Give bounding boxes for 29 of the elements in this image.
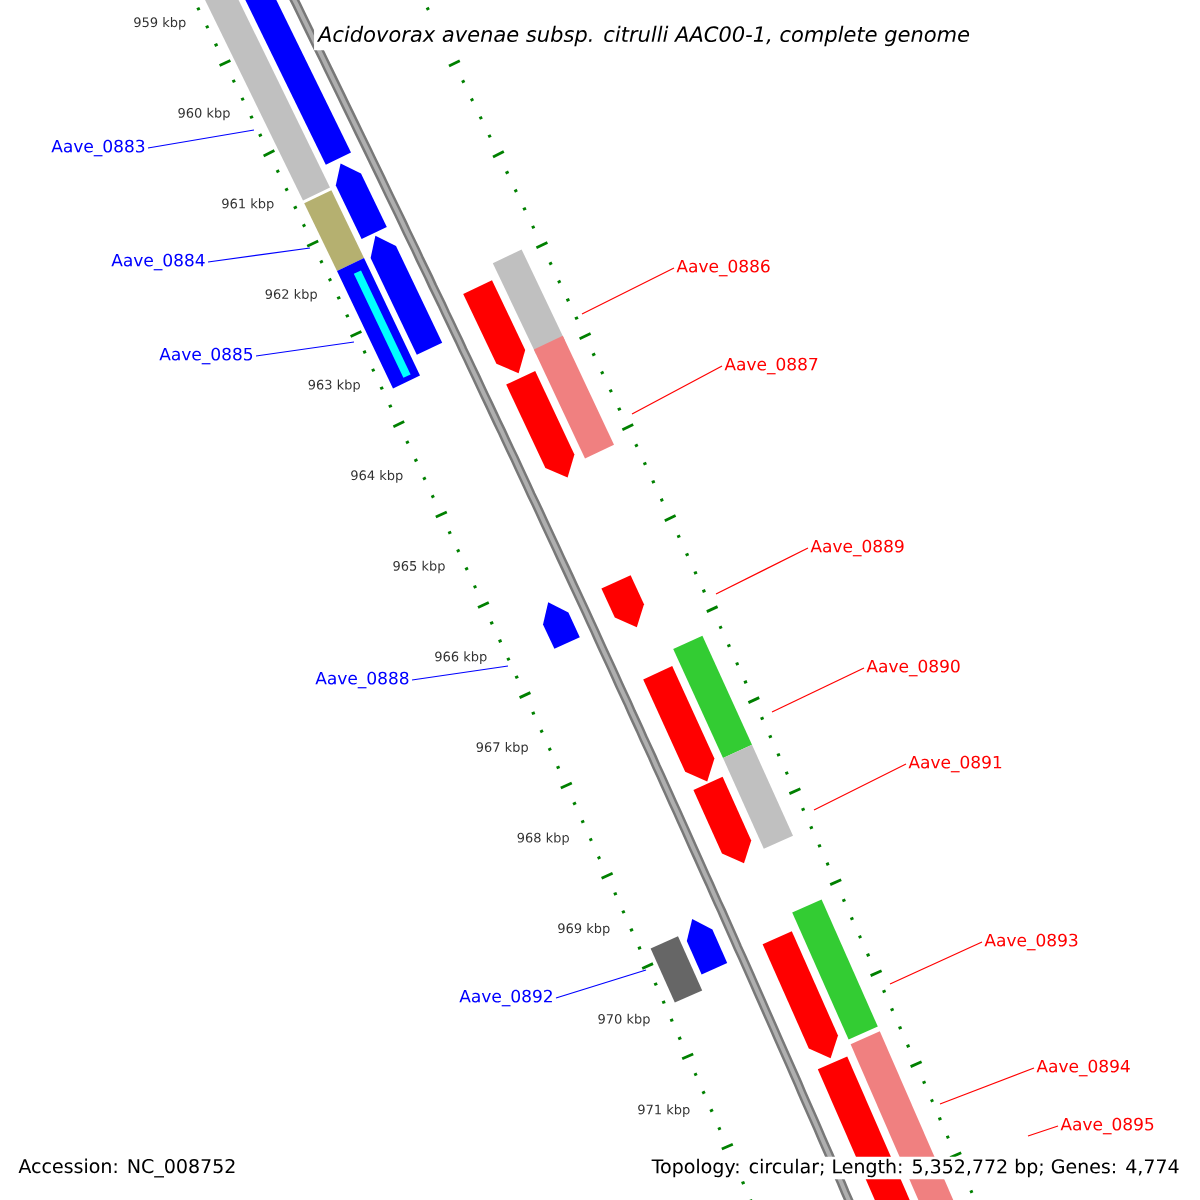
- leader-line: [715, 547, 809, 595]
- title: Acidovorax avenae subsp. citrulli AAC00-1, complete genome: [314, 21, 974, 51]
- leader-line: [555, 969, 647, 999]
- gene-label: Aave_0892: [459, 989, 552, 1007]
- gene-label: Aave_0886: [676, 259, 770, 277]
- leader-line: [207, 247, 311, 263]
- leader-line: [1027, 1125, 1059, 1137]
- leader-line: [771, 667, 865, 713]
- gene-label: Aave_0887: [724, 357, 818, 375]
- gene-label: Aave_0883: [51, 139, 145, 157]
- leader-line: [889, 941, 983, 985]
- gene-label: Aave_0885: [159, 347, 253, 365]
- gene-label: Aave_0894: [1036, 1059, 1130, 1077]
- gene-label: Aave_0891: [908, 755, 1002, 773]
- gene-label: Aave_0888: [315, 671, 409, 689]
- gene-label: Aave_0895: [1060, 1117, 1154, 1135]
- accession-text: Accession: NC_008752: [18, 1158, 235, 1178]
- leader-line: [939, 1067, 1035, 1105]
- leader-line: [631, 365, 723, 415]
- leader-line: [411, 665, 509, 681]
- leader-line: [147, 129, 255, 149]
- leader-line: [813, 763, 907, 811]
- leader-line: [255, 341, 355, 357]
- gene-label: Aave_0890: [866, 659, 960, 677]
- gene-label: Aave_0884: [111, 253, 205, 271]
- leader-line: [581, 267, 675, 315]
- gene-label: Aave_0893: [984, 933, 1078, 951]
- summary-text: Topology: circular; Length: 5,352,772 bp; Genes: 4,774: [649, 1156, 1182, 1180]
- gene-label: Aave_0889: [810, 539, 904, 557]
